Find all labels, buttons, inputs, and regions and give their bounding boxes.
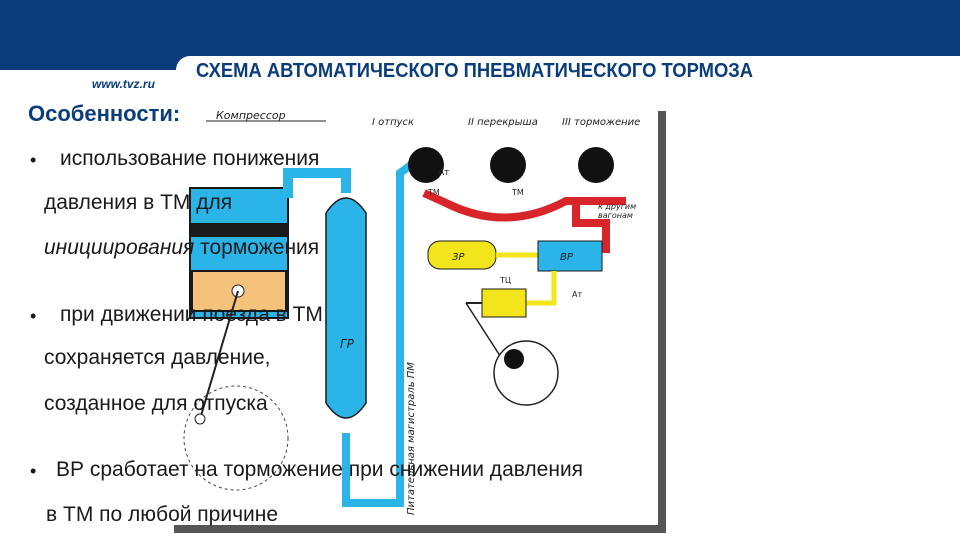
gr-label: ГР: [340, 337, 355, 351]
bullet-2-line-1: при движении поезда в ТМ: [60, 303, 323, 326]
feed-line: [342, 161, 414, 507]
bullet-1-line-2: давления в ТМ для: [44, 191, 233, 214]
bullet-1-line-1: использование понижения: [60, 147, 320, 170]
driver-valve-release: [408, 147, 444, 183]
driver-valve-overlap: [490, 147, 526, 183]
bullet-1-emphasis: инициирования: [44, 236, 195, 259]
tc-pipe: [526, 271, 557, 306]
vr-label: ВР: [560, 252, 574, 263]
brake-cylinder: [481, 288, 527, 318]
bullet-2-line-2: сохраняется давление,: [44, 346, 271, 369]
bullet-3-marker: •: [30, 461, 37, 481]
bullet-3-line-2: в ТМ по любой причине: [46, 503, 279, 526]
atm-label-1: Ат: [438, 168, 449, 178]
brake-pipe-branch: [572, 203, 610, 253]
driver-valve-braking: [578, 147, 614, 183]
brake-diagram: Компрессор ГР Питательная магистраль ПМ …: [166, 103, 666, 533]
site-link[interactable]: www.tvz.ru: [92, 77, 155, 91]
bullet-1-line-3: инициирования торможения: [44, 236, 319, 260]
to-wagons-label-1: к другим: [598, 202, 636, 211]
crank-pin: [194, 413, 206, 425]
tm-label-2: ТМ: [511, 188, 524, 197]
compressor-head: [190, 223, 288, 237]
bullet-3-line-1: ВР сработает на торможение при снижении …: [56, 458, 584, 481]
bullet-1-marker: •: [30, 150, 37, 170]
zr-label: ЗР: [452, 252, 465, 263]
features-heading: Особенности:: [28, 101, 181, 126]
wheel: [493, 340, 559, 406]
brake-pipe: [422, 189, 626, 222]
atm-label-2: Ат: [572, 290, 582, 299]
air-distributor: [537, 240, 603, 272]
crank-circle: [183, 385, 289, 491]
bullet-2-marker: •: [30, 306, 37, 326]
tc-label: ТЦ: [499, 276, 511, 285]
page-title: СХЕМА АВТОМАТИЧЕСКОГО ПНЕВМАТИЧЕСКОГО ТО…: [196, 60, 754, 82]
to-wagons-label-2: вагонам: [598, 211, 633, 220]
release-label: I отпуск: [372, 117, 414, 128]
feed-line-label: Питательная магистраль ПМ: [406, 362, 417, 515]
overlap-label: II перекрыша: [468, 117, 538, 128]
main-reservoir: [325, 197, 367, 419]
site-box: [64, 70, 184, 94]
connecting-rod: [199, 290, 239, 420]
bullet-1-rest: торможения: [194, 236, 320, 259]
compressor-label: Компрессор: [216, 109, 286, 122]
compressor-pipe: [283, 168, 351, 198]
bullet-2-line-3: созданное для отпуска: [44, 392, 268, 415]
brake-shoe: [504, 349, 524, 369]
braking-label: III торможение: [562, 117, 640, 128]
tm-label-1: ТМ: [427, 188, 440, 197]
title-box: [176, 56, 960, 86]
